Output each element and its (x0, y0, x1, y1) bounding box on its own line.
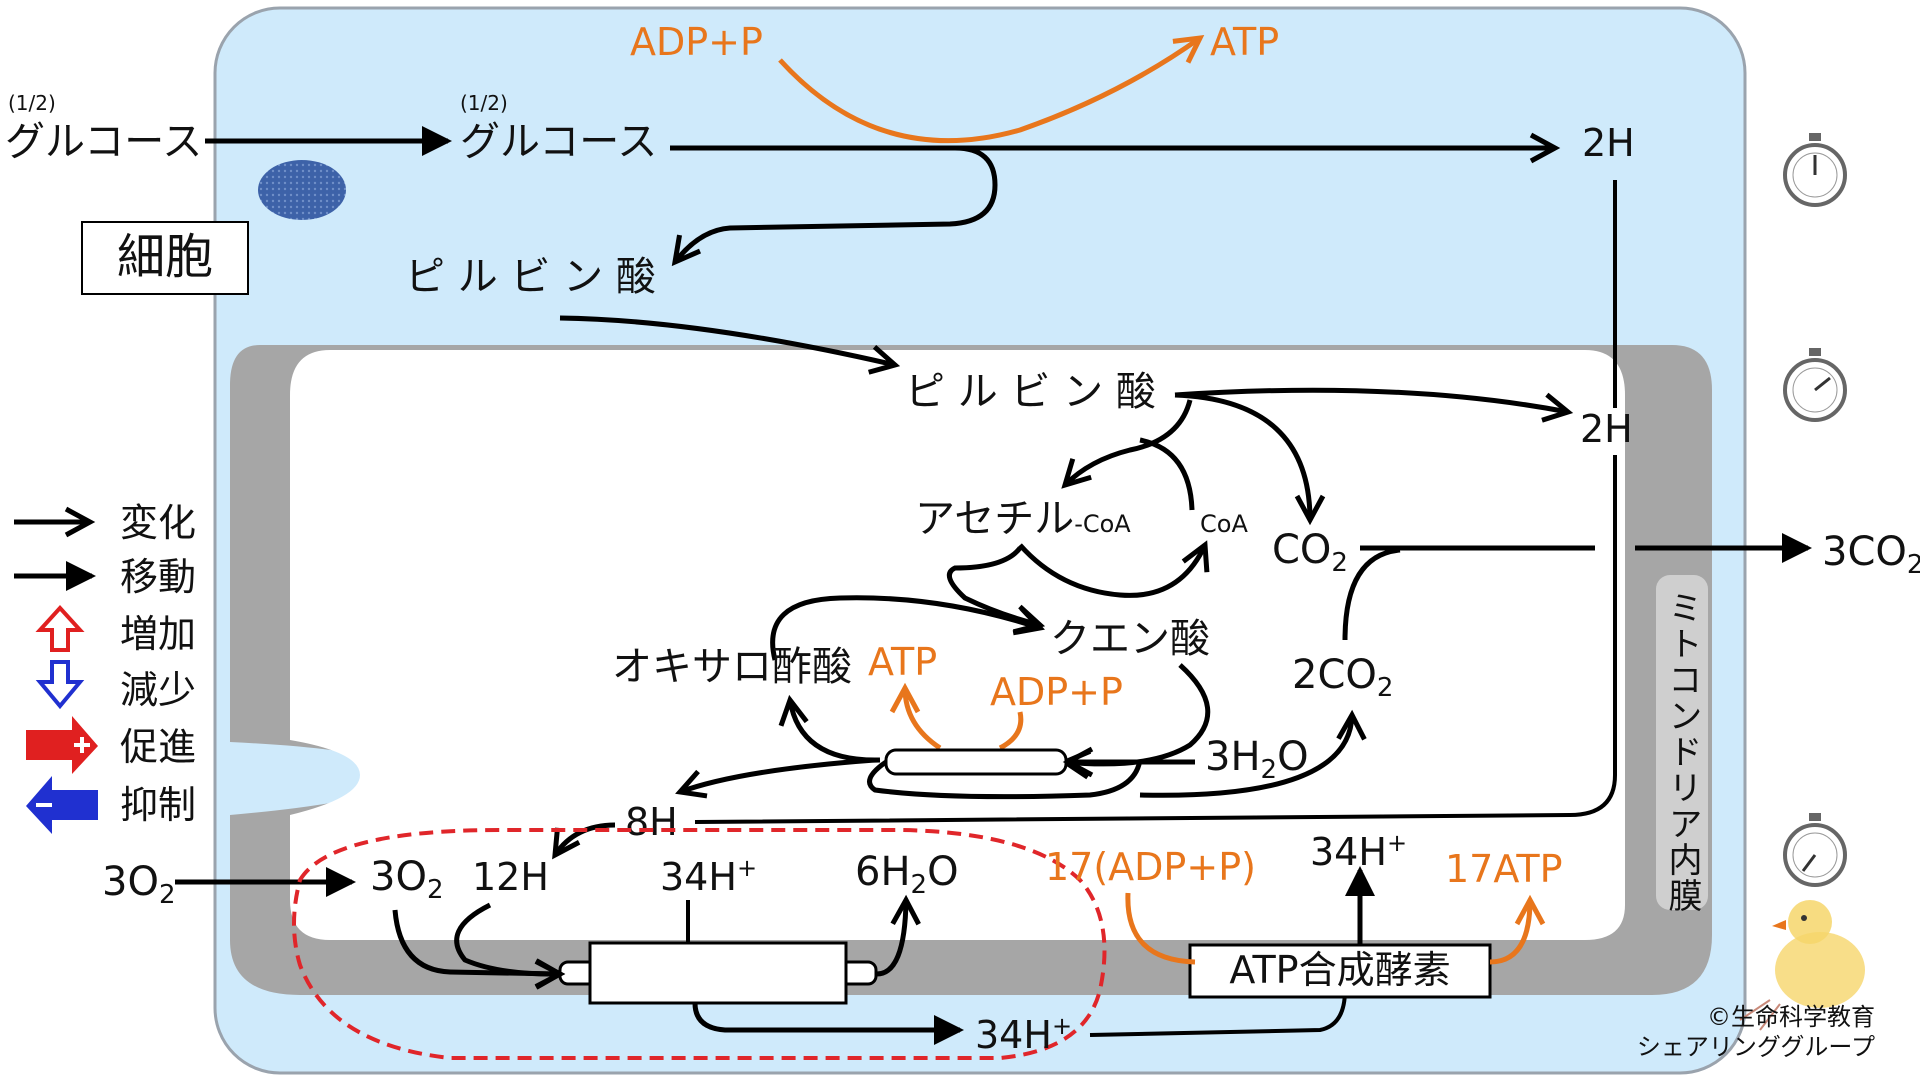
o2-to-etc-arrow (392, 909, 566, 989)
glucose-inner-label: グルコース (460, 119, 657, 165)
glucose-outside-label: グルコース (5, 119, 202, 165)
acetyl-to-citric-arrow (946, 546, 1046, 635)
legend-promote-label: 促進 (120, 725, 196, 769)
co2-a-label: CO2 (1272, 527, 1348, 578)
pyruvate-mito-label: ピ ル ビ ン 酸 (905, 369, 1156, 415)
water-6-label: 6H2O (855, 849, 959, 900)
12h-to-etc-arrow (454, 902, 566, 990)
atp-synthase-label: ATP合成酵素 (1229, 948, 1450, 992)
acetyl-coa-release-arrow (1018, 540, 1210, 598)
co2-b-label: 2CO2 (1292, 652, 1393, 703)
legend-inhibit-label: 抑制 (120, 783, 196, 827)
synthase-to-atp17-arrow (1489, 894, 1546, 965)
o2-outside-label: 3O2 (102, 859, 175, 910)
h8-label: 8H (625, 800, 678, 844)
stopwatch-icon (1783, 133, 1847, 207)
h34-a-label: 34H+ (660, 854, 757, 899)
nucleus (258, 160, 346, 220)
inhibit-arrow-icon (26, 776, 98, 834)
h34-b-label: 34H+ (1310, 829, 1407, 874)
atp-synthase-box (1188, 943, 1492, 999)
pyruvate-cyto-label: ピ ル ビ ン 酸 (405, 254, 656, 300)
promote-arrow-icon (26, 716, 98, 774)
chick-icon (1739, 900, 1865, 1031)
legend: 変化 移動 増加 減少 促進 抑制 (14, 501, 196, 834)
electron-transport-region (292, 828, 1107, 1060)
cell-label-box (81, 221, 249, 295)
coa-label: CoA (1200, 510, 1248, 538)
legend-change-label: 変化 (120, 501, 196, 545)
acetyl-coa-label: アセチル-CoA (915, 496, 1131, 542)
tca-loop (867, 759, 1143, 800)
adp17-to-synthase-curve (1125, 892, 1196, 965)
promote-plus-icon (74, 737, 90, 753)
legend-increase-label: 増加 (120, 612, 196, 656)
pyruvate-transport-arrow (559, 315, 901, 375)
down-arrow-outline-icon (35, 660, 85, 710)
mitochondrion-matrix (290, 350, 1625, 940)
h2-mid-label: 2H (1580, 407, 1633, 451)
atp-top-label: ATP (1210, 20, 1279, 64)
etc-to-water-arrow (875, 894, 921, 977)
citric-acid-label: クエン酸 (1050, 616, 1210, 662)
h2-top-label: 2H (1582, 121, 1635, 165)
inner-membrane-label-box (1656, 575, 1708, 910)
co2-b-to-exit (1342, 547, 1401, 641)
legend-decrease-label: 減少 (120, 668, 196, 712)
water-3-label: 3H2O (1205, 734, 1309, 785)
oxaloacetic-acid-label: オキサロ酢酸 (612, 644, 852, 690)
stopwatch-icon (1783, 348, 1847, 422)
atp-mid-label: ATP (868, 640, 937, 684)
atp17-label: 17ATP (1445, 847, 1563, 891)
adp-mid-label: ADP+P (990, 670, 1123, 714)
substrate-atp-arrow (889, 682, 942, 751)
up-arrow-outline-icon (35, 605, 85, 652)
enzyme-to-8h-arrow (675, 757, 876, 799)
cell-label: 細胞 (117, 229, 213, 285)
h12-label: 12H (472, 855, 549, 899)
half-left-label: (1/2) (8, 91, 56, 115)
pyruvate-to-2h-arrow (1174, 387, 1574, 423)
h34-c-label: 34H+ (975, 1012, 1072, 1057)
adp17-label: 17(ADP+P) (1045, 845, 1256, 889)
oxalo-to-citric-arrow (770, 595, 1045, 661)
inner-membrane-label: ミトコンドリア内膜 (1662, 590, 1702, 914)
tca-co2-arrow (1139, 709, 1367, 798)
stopwatch-icon (1783, 813, 1847, 887)
coa-join-arrow (1139, 437, 1195, 511)
adp-top-label: ADP+P (630, 20, 763, 64)
tca-enzyme-cylinder (884, 748, 1068, 776)
etc-complex (588, 941, 848, 1005)
o2-inner-label: 3O2 (370, 854, 443, 905)
copyright-line-2: シェアリンググループ (1637, 1033, 1875, 1061)
pyruvate-to-acetyl-arrow (1061, 399, 1193, 489)
copyright-line-1: ©生命科学教育 (1707, 1003, 1875, 1031)
glycolysis-atp-arrow (778, 34, 1205, 144)
co2-out-label: 3CO2 (1822, 529, 1920, 580)
8h-to-12h-arrow (552, 822, 616, 860)
pyruvate-to-co2-arrow (1174, 392, 1326, 526)
legend-move-label: 移動 (120, 555, 196, 599)
half-inner-label: (1/2) (460, 91, 508, 115)
etc-proton-pump-arrow (692, 1002, 964, 1045)
adp-to-atp-curve (998, 711, 1024, 751)
nadh-line-bottom (694, 455, 1617, 824)
glucose-to-pyruvate-arrow (671, 145, 998, 267)
